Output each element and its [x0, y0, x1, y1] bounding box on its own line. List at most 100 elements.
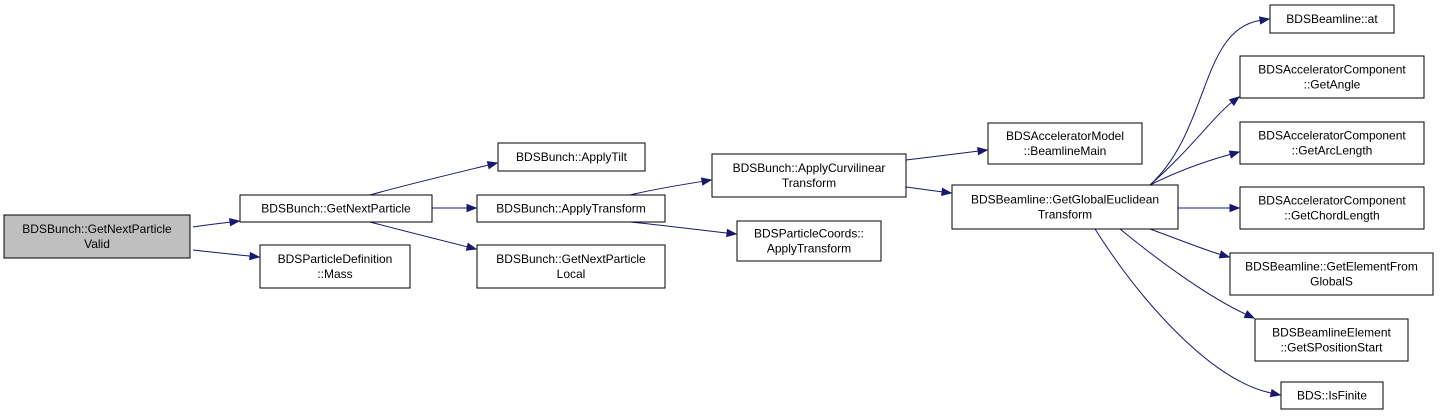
node-label-line: Transform: [1038, 208, 1092, 222]
node-box[interactable]: [711, 153, 907, 198]
edge-line: [1094, 228, 1272, 394]
edge-arrowhead: [1243, 310, 1256, 319]
node-label-line: BDSBunch::GetNextParticle: [22, 222, 172, 236]
node-box[interactable]: [1239, 121, 1425, 165]
edge-n1-n4: [431, 203, 478, 213]
node-n1[interactable]: BDSBunch::GetNextParticle: [239, 194, 433, 223]
edge-arrowhead: [700, 177, 713, 186]
edge-line: [1119, 228, 1247, 315]
edge-arrowhead: [941, 187, 953, 197]
edge-line: [629, 180, 703, 196]
edge-n1-n5: [369, 221, 478, 251]
node-n4[interactable]: BDSBunch::ApplyTransform: [476, 194, 666, 223]
node-label-line: ApplyTransform: [767, 242, 851, 256]
edge-n9-n12: [1149, 150, 1241, 186]
edge-arrowhead: [1228, 96, 1241, 107]
node-label-line: ::GetArcLength: [1292, 144, 1373, 158]
node-box[interactable]: [476, 244, 666, 289]
edge-line: [1149, 228, 1221, 255]
node-label-line: BDSParticleDefinition: [278, 252, 393, 266]
edge-n6-n9: [905, 186, 953, 197]
node-n2[interactable]: BDSParticleDefinition::Mass: [259, 244, 411, 289]
node-label-line: ::GetAngle: [1304, 78, 1361, 92]
node-box[interactable]: [3, 214, 191, 259]
node-box[interactable]: [1280, 381, 1384, 410]
node-n11[interactable]: BDSAcceleratorComponent::GetAngle: [1239, 55, 1425, 99]
node-label-line: BDSBeamline::GetGlobalEuclidean: [971, 193, 1159, 207]
edge-n9-n13: [1177, 203, 1241, 213]
node-label-line: BDSBeamline::GetElementFrom: [1245, 260, 1418, 274]
node-box[interactable]: [239, 194, 433, 223]
edge-n9-n10: [1149, 16, 1271, 186]
edge-n0-n2: [192, 249, 261, 261]
edge-line: [369, 164, 489, 196]
node-label-line: ::GetSPositionStart: [1280, 341, 1383, 355]
node-label-line: BDSBeamlineElement: [1272, 326, 1391, 340]
edge-line: [905, 186, 943, 193]
edge-arrowhead: [249, 251, 261, 261]
node-box[interactable]: [476, 194, 666, 223]
edge-n9-n15: [1119, 228, 1256, 319]
node-label-line: Transform: [782, 176, 836, 190]
node-label-line: BDSBunch::ApplyTilt: [516, 150, 628, 164]
edge-arrowhead: [486, 161, 499, 170]
node-box[interactable]: [497, 142, 646, 172]
edge-arrowhead: [1228, 150, 1241, 159]
node-n15[interactable]: BDSBeamlineElement::GetSPositionStart: [1254, 318, 1409, 362]
node-box[interactable]: [987, 122, 1143, 165]
node-box[interactable]: [1229, 252, 1434, 296]
node-box[interactable]: [951, 184, 1179, 230]
node-label-line: BDSAcceleratorModel: [1006, 129, 1124, 143]
node-n7[interactable]: BDSParticleCoords::ApplyTransform: [736, 220, 882, 262]
node-n16[interactable]: BDS::IsFinite: [1280, 381, 1384, 410]
edge-n4-n6: [629, 177, 713, 196]
node-label-line: BDSAcceleratorComponent: [1258, 194, 1406, 208]
edge-n6-n8: [905, 146, 989, 161]
node-n8[interactable]: BDSAcceleratorModel::BeamlineMain: [987, 122, 1143, 165]
edge-arrowhead: [229, 217, 241, 227]
node-label-line: GlobalS: [1310, 275, 1353, 289]
node-label-line: BDSAcceleratorComponent: [1258, 129, 1406, 143]
node-box[interactable]: [1269, 4, 1395, 34]
node-label-line: Valid: [84, 237, 110, 251]
edge-arrowhead: [726, 228, 738, 238]
edge-arrowhead: [466, 203, 478, 213]
edge-arrowhead: [1218, 250, 1231, 259]
edge-arrowhead: [977, 146, 989, 156]
node-label-line: ::BeamlineMain: [1024, 144, 1107, 158]
node-label-line: BDSBunch::GetNextParticle: [261, 202, 411, 216]
node-n10[interactable]: BDSBeamline::at: [1269, 4, 1395, 34]
edge-arrowhead: [1258, 16, 1271, 25]
node-box[interactable]: [1254, 318, 1409, 362]
edge-line: [192, 221, 231, 228]
node-label-line: BDS::IsFinite: [1297, 389, 1367, 403]
edges-layer: [192, 16, 1282, 398]
node-box[interactable]: [736, 220, 882, 262]
node-box[interactable]: [259, 244, 411, 289]
edge-n4-n7: [629, 221, 738, 238]
node-n3[interactable]: BDSBunch::ApplyTilt: [497, 142, 646, 172]
edge-line: [369, 221, 468, 248]
edge-line: [905, 150, 979, 161]
node-n12[interactable]: BDSAcceleratorComponent::GetArcLength: [1239, 121, 1425, 165]
node-label-line: Local: [557, 267, 586, 281]
edge-line: [1149, 153, 1231, 186]
node-n13[interactable]: BDSAcceleratorComponent::GetChordLength: [1239, 186, 1425, 230]
node-label-line: BDSBunch::ApplyTransform: [496, 202, 646, 216]
node-box[interactable]: [1239, 55, 1425, 99]
node-label-line: BDSParticleCoords::: [754, 227, 864, 241]
edge-arrowhead: [465, 242, 478, 251]
edge-line: [1149, 19, 1261, 186]
edge-n1-n3: [369, 161, 499, 196]
edge-n9-n16: [1094, 228, 1282, 398]
node-box[interactable]: [1239, 186, 1425, 230]
edge-line: [629, 221, 728, 234]
edge-line: [192, 249, 251, 257]
edge-n0-n1: [192, 217, 241, 228]
